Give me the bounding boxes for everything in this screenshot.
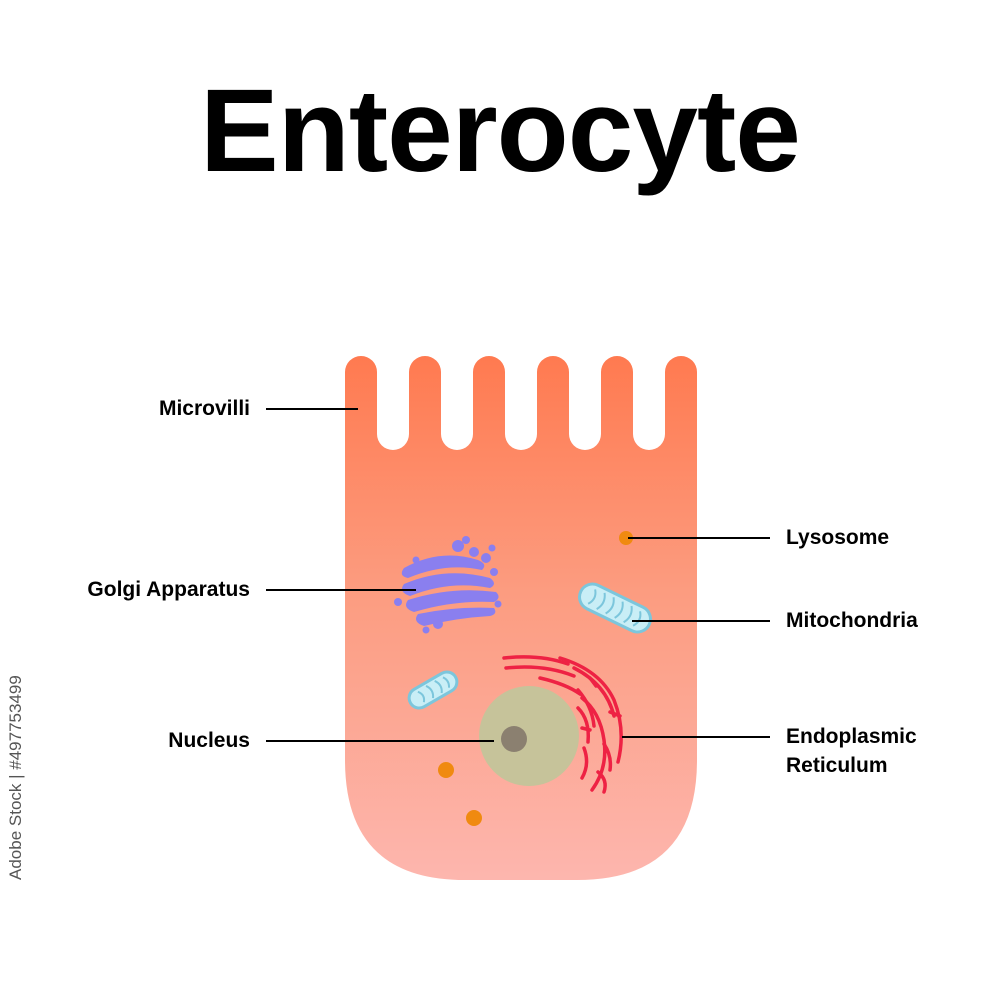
golgi-apparatus [394,536,502,634]
label-golgi-apparatus: Golgi Apparatus [87,578,250,601]
stock-id-watermark: Adobe Stock | #497753499 [6,675,25,880]
label-lysosome: Lysosome [786,526,890,549]
lysosome-3 [466,810,482,826]
nucleus [479,686,579,786]
diagram-title: Enterocyte [200,65,801,197]
label-endoplasmic-reticulum: Endoplasmic Reticulum [786,722,917,780]
lysosome-1 [619,531,633,545]
label-nucleus: Nucleus [168,729,250,752]
label-er-line1: Endoplasmic [786,725,917,748]
mitochondrion-1 [578,582,652,634]
label-mitochondria: Mitochondria [786,609,918,632]
mitochondrion-2 [407,670,459,710]
endoplasmic-reticulum [502,655,623,794]
label-er-line2: Reticulum [786,754,888,777]
label-microvilli: Microvilli [158,397,250,420]
nucleolus [501,726,527,752]
lysosome-2 [438,762,454,778]
cell-body [345,356,697,880]
